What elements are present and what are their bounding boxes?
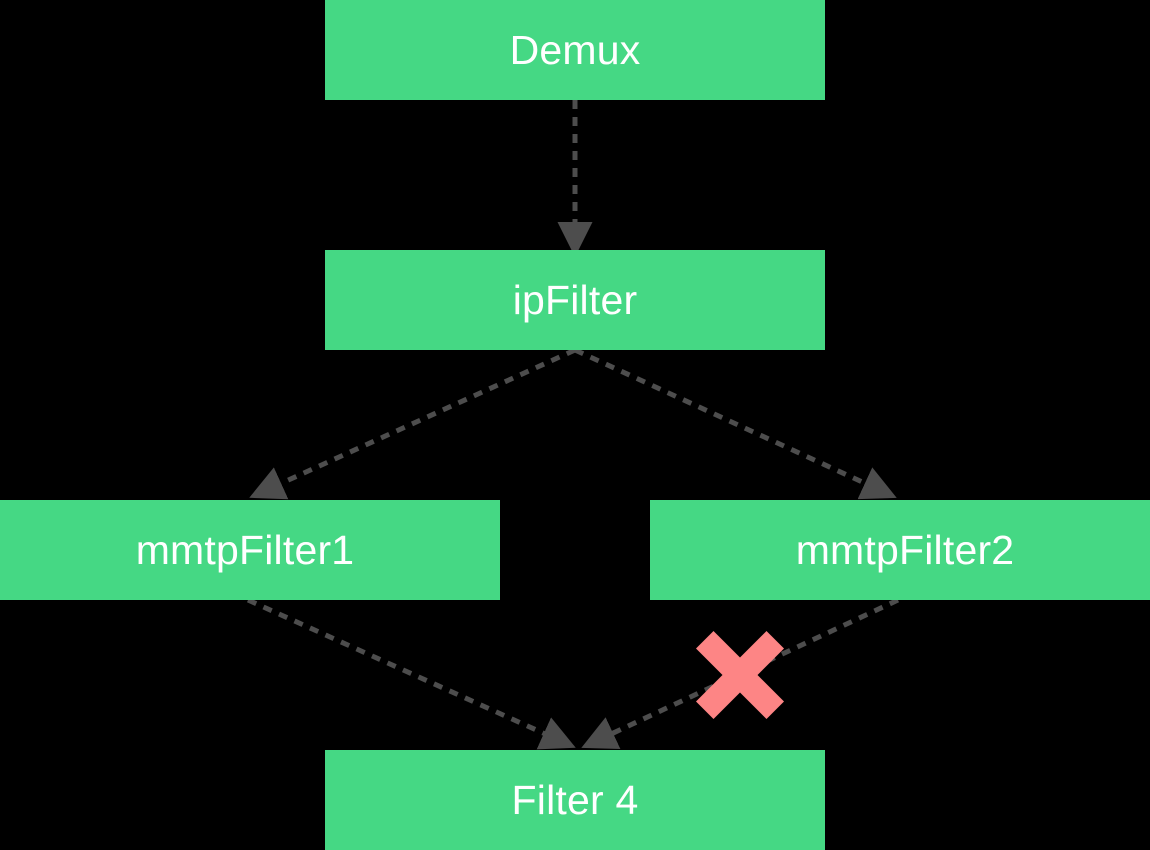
- node-filter4-label: Filter 4: [511, 776, 639, 823]
- cross-icon: [696, 631, 784, 719]
- edge-ipfilter-to-mmtpfilter1: [249, 347, 577, 500]
- node-mmtpfilter2-label: mmtpFilter2: [795, 526, 1015, 573]
- edge-mmtpfilter2-to-filter4: [581, 597, 900, 749]
- node-ipfilter-label: ipFilter: [512, 276, 638, 323]
- edge-ipfilter-to-mmtpfilter2: [573, 347, 897, 500]
- node-demux-label: Demux: [509, 26, 641, 73]
- node-filter4[interactable]: Filter 4: [325, 750, 825, 850]
- node-mmtpfilter1[interactable]: mmtpFilter1: [0, 500, 500, 600]
- node-ipfilter[interactable]: ipFilter: [325, 250, 825, 350]
- node-mmtpfilter2[interactable]: mmtpFilter2: [650, 500, 1150, 600]
- edge-mmtpfilter1-to-filter4: [246, 597, 576, 750]
- node-demux[interactable]: Demux: [325, 0, 825, 100]
- node-mmtpfilter1-label: mmtpFilter1: [135, 526, 355, 573]
